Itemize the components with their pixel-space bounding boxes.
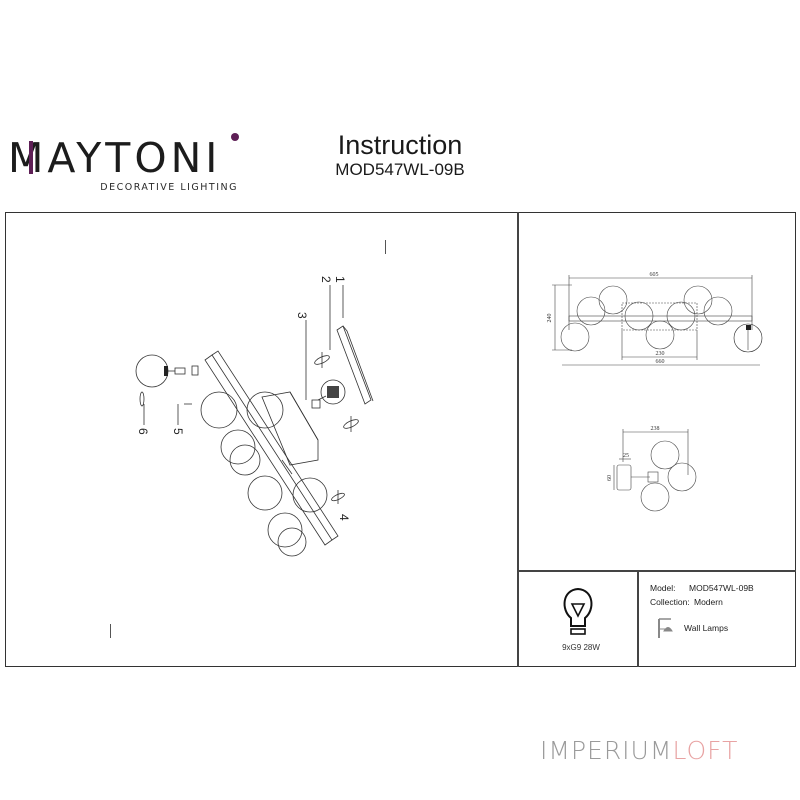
dim-25: 25: [623, 453, 629, 459]
part-number-2: 2: [319, 276, 333, 283]
dim-60: 60: [607, 475, 613, 481]
dim-605: 605: [650, 272, 659, 278]
part-number-3: 3: [295, 312, 309, 319]
part-number-labels: 1 2 3 4 5 6: [136, 276, 351, 521]
registration-mark: [385, 240, 386, 254]
frame-divider-horizontal: [518, 570, 796, 572]
dim-230: 230: [656, 351, 665, 357]
registration-mark: [110, 624, 111, 638]
document-model: MOD547WL-09B: [335, 160, 465, 179]
part-number-1: 1: [333, 276, 347, 283]
dim-660: 660: [656, 359, 665, 365]
document-title-block: Instruction MOD547WL-09B: [330, 130, 470, 180]
watermark-part1: IMPERIUM: [540, 736, 673, 765]
part-number-4: 4: [337, 514, 351, 521]
watermark-part2: LOFT: [672, 736, 739, 765]
brand-logo: MAYTONI DECORATIVE LIGHTING: [8, 133, 239, 193]
dim-238: 238: [651, 426, 660, 432]
side-view-dimensions: 238 25 60: [607, 426, 660, 481]
collection-value: Modern: [694, 597, 723, 607]
light-bulb-icon: [563, 587, 593, 635]
product-type-label: Wall Lamps: [684, 623, 729, 633]
brand-wordmark: MAYTONI: [8, 133, 239, 182]
model-row: Model:: [650, 583, 676, 593]
brand-tagline: DECORATIVE LIGHTING: [100, 182, 238, 193]
logo-accent-dot: [231, 133, 239, 141]
info-divider-vertical: [637, 570, 639, 667]
document-title: Instruction: [337, 130, 463, 160]
drawing-frame: [5, 212, 796, 667]
brand-name: MAYTONI: [8, 134, 222, 182]
side-view-drawing: [613, 429, 697, 512]
logo-accent-bar: [29, 141, 33, 174]
frame-divider-vertical: [517, 212, 519, 667]
part-number-6: 6: [136, 428, 150, 435]
bulb-spec: 9xG9 28W: [562, 643, 600, 652]
collection-label: Collection:: [650, 597, 690, 607]
model-value: MOD547WL-09B: [689, 583, 754, 593]
model-label: Model:: [650, 583, 676, 593]
watermark: IMPERIUMLOFT: [540, 736, 738, 765]
dim-240: 240: [547, 314, 553, 323]
front-view-drawing: [552, 275, 763, 366]
wall-lamp-icon: [658, 618, 673, 638]
front-view-dimensions: 605 240 230 660: [547, 272, 665, 365]
part-number-5: 5: [171, 428, 185, 435]
